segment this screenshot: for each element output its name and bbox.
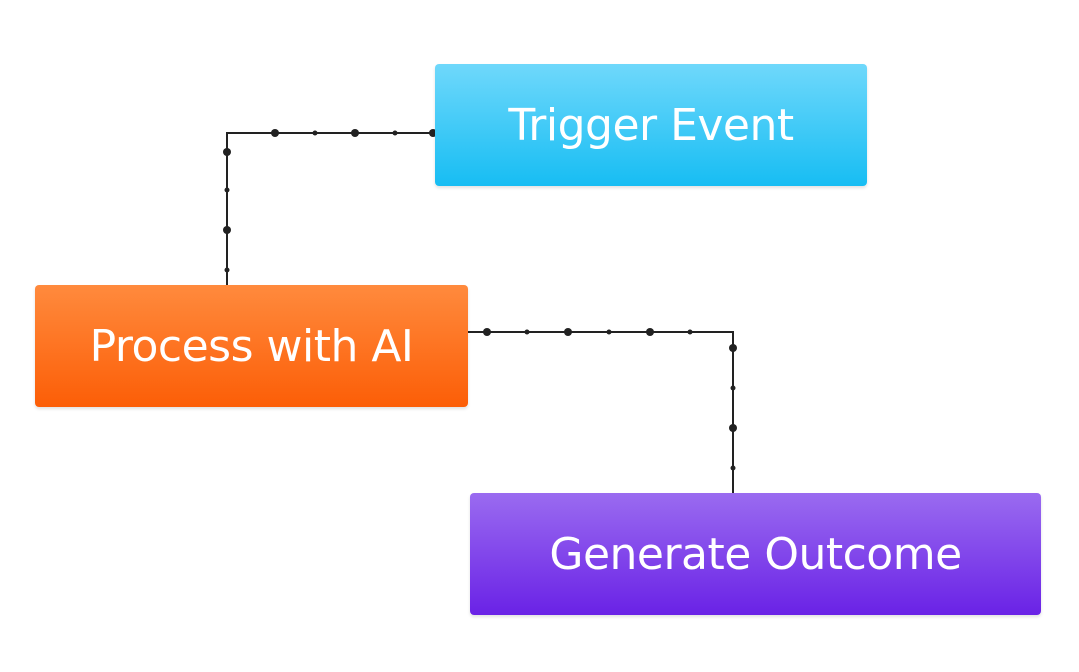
- connector-dot: [351, 129, 359, 137]
- connector-dot: [223, 226, 231, 234]
- connector-dot: [271, 129, 279, 137]
- node-label: Trigger Event: [508, 99, 794, 151]
- connector-dot: [687, 329, 693, 335]
- node-label: Process with AI: [89, 320, 414, 372]
- connector-dot: [224, 187, 230, 193]
- node-label: Generate Outcome: [549, 528, 962, 580]
- connector-dot: [483, 328, 491, 336]
- process-with-ai-node[interactable]: Process with AI: [35, 285, 468, 407]
- connector-trigger-to-process: [223, 129, 437, 285]
- connector-dot: [729, 424, 737, 432]
- connector-process-to-outcome: [468, 328, 737, 493]
- connector-dot: [564, 328, 572, 336]
- connector-line: [226, 132, 435, 285]
- connector-dot: [312, 130, 318, 136]
- connector-dot: [646, 328, 654, 336]
- connector-dot: [224, 267, 230, 273]
- connector-dot: [730, 465, 736, 471]
- trigger-event-node[interactable]: Trigger Event: [435, 64, 867, 186]
- generate-outcome-node[interactable]: Generate Outcome: [470, 493, 1041, 615]
- connector-line: [468, 331, 734, 493]
- connector-dot: [223, 148, 231, 156]
- connector-dot: [730, 385, 736, 391]
- connector-dot: [524, 329, 530, 335]
- connector-dot: [729, 344, 737, 352]
- connector-dot: [392, 130, 398, 136]
- connector-dot: [606, 329, 612, 335]
